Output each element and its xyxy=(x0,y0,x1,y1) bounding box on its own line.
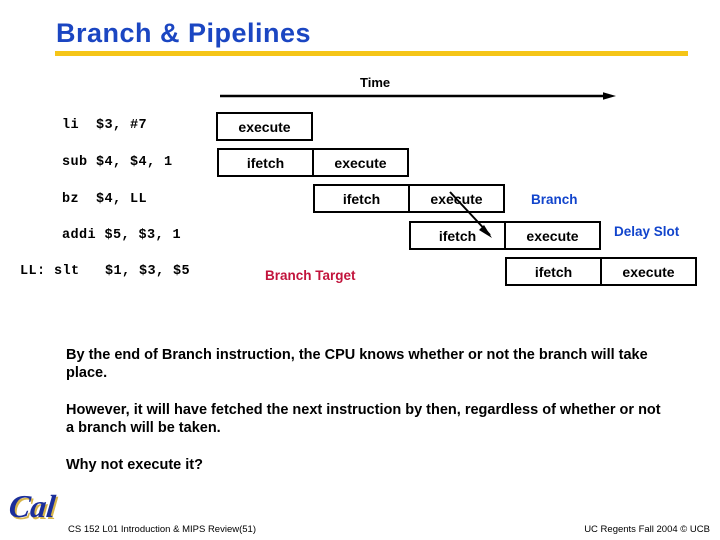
instruction-label-2: bz $4, LL xyxy=(62,192,148,207)
annotation-branch: Branch xyxy=(531,192,578,207)
instruction-label-0: li $3, #7 xyxy=(62,118,148,133)
stage-box-r2-ifetch: ifetch xyxy=(313,184,410,213)
stage-box-r0-execute: execute xyxy=(216,112,313,141)
instruction-label-4: LL: slt $1, $3, $5 xyxy=(20,264,191,279)
stage-box-r1-ifetch: ifetch xyxy=(217,148,314,177)
body-paragraph-3: Why not execute it? xyxy=(66,457,203,473)
stage-box-r3-execute: execute xyxy=(504,221,601,250)
footer-course-label: CS 152 L01 Introduction & MIPS Review(51… xyxy=(68,524,256,535)
time-axis-label: Time xyxy=(360,75,391,90)
body-paragraph-2: However, it will have fetched the next i… xyxy=(66,402,661,436)
annotation-branch-target: Branch Target xyxy=(265,268,356,283)
footer-copyright: UC Regents Fall 2004 © UCB xyxy=(584,524,710,535)
stage-box-r4-ifetch: ifetch xyxy=(505,257,602,286)
instruction-label-1: sub $4, $4, 1 xyxy=(62,155,173,170)
time-axis-arrow xyxy=(220,92,616,100)
stage-box-r3-ifetch: ifetch xyxy=(409,221,506,250)
cal-logo: Cal Cal xyxy=(7,488,59,526)
stage-box-r1-execute: execute xyxy=(312,148,409,177)
svg-text:Cal: Cal xyxy=(7,488,57,524)
body-paragraph-1: By the end of Branch instruction, the CP… xyxy=(66,347,648,381)
annotation-delay-slot: Delay Slot xyxy=(614,224,680,239)
title-underline-rule xyxy=(55,51,688,56)
instruction-label-3: addi $5, $3, 1 xyxy=(62,228,182,243)
stage-box-r4-execute: execute xyxy=(600,257,697,286)
page-title: Branch & Pipelines xyxy=(56,18,312,48)
stage-box-r2-execute: execute xyxy=(408,184,505,213)
svg-text:Cal: Cal xyxy=(9,490,59,526)
